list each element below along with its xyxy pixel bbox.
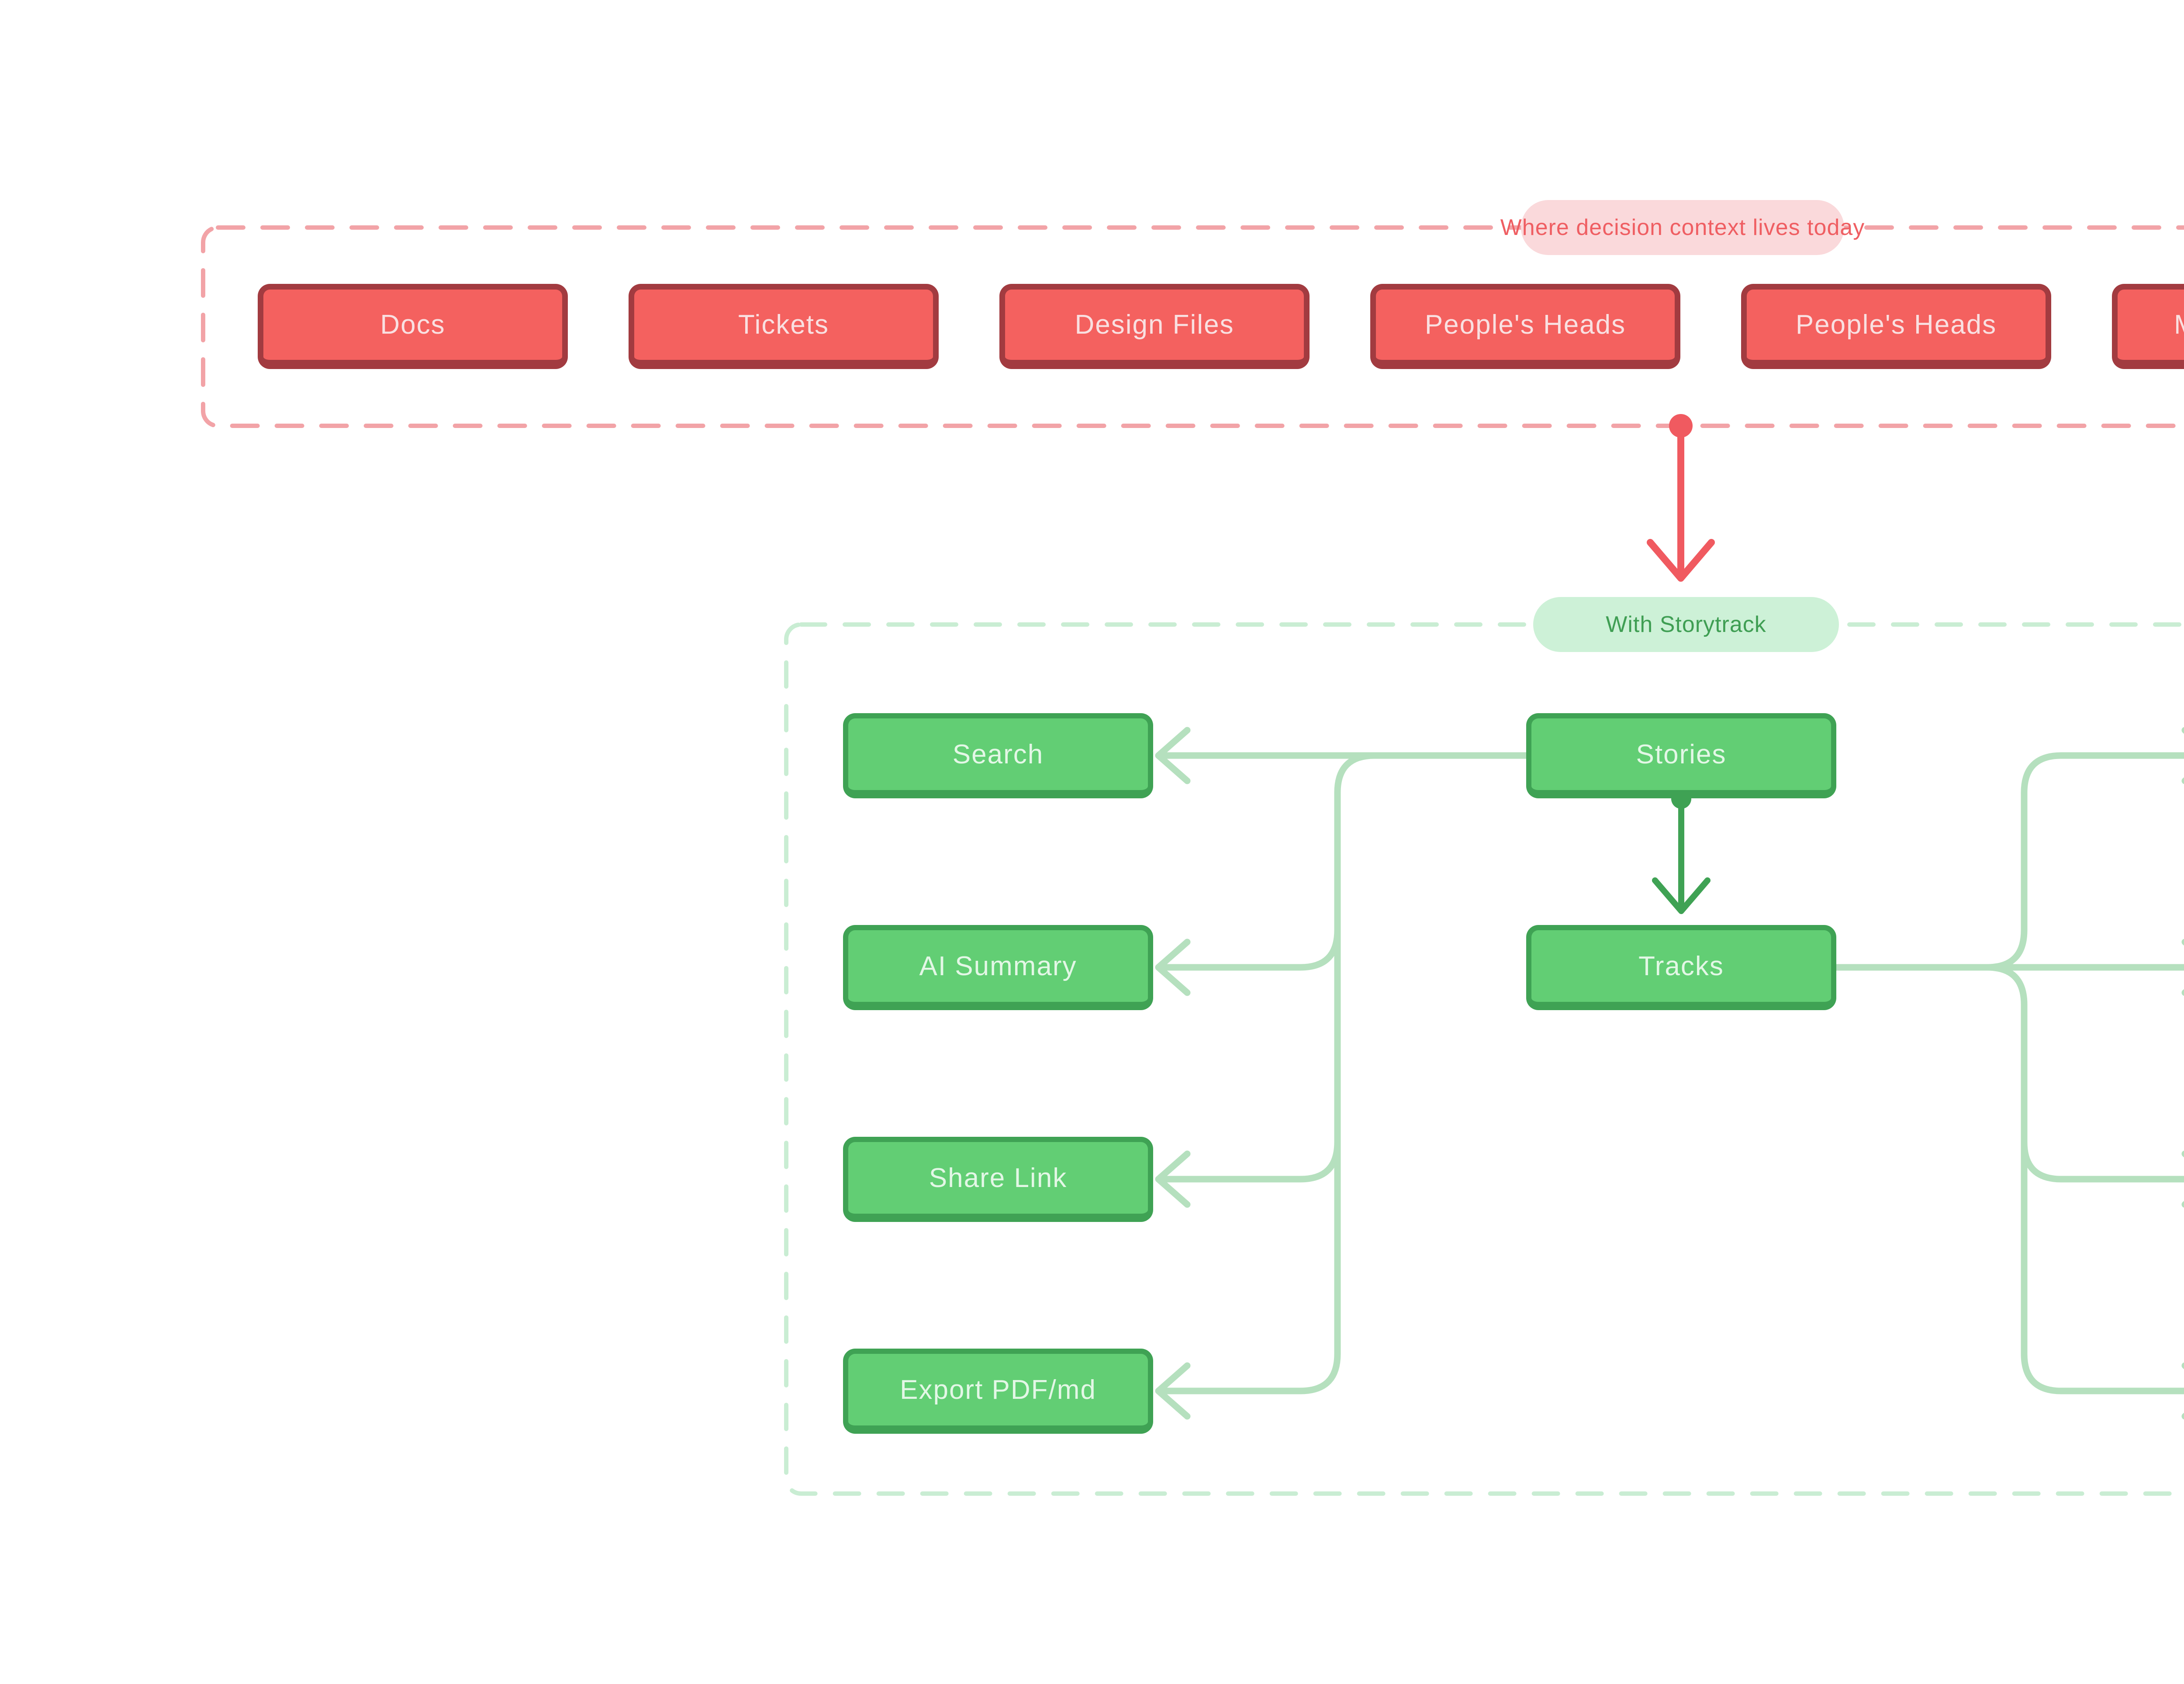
- node-export-pdf-md[interactable]: Export PDF/md: [843, 1349, 1153, 1434]
- node-share-link[interactable]: Share Link: [843, 1137, 1153, 1222]
- red-group-label[interactable]: Where decision context lives today: [1500, 200, 1864, 255]
- edge-stories-share-link: [1162, 1139, 1341, 1183]
- edge-stories-ai-summary: [1162, 927, 1341, 971]
- node-ai-summary[interactable]: AI Summary: [843, 925, 1153, 1010]
- green-group-label[interactable]: With Storytrack: [1533, 597, 1839, 652]
- red-group-to-green-group-arrow: [1647, 414, 1715, 582]
- node-tickets[interactable]: Tickets: [629, 284, 939, 369]
- node-docs[interactable]: Docs: [258, 284, 568, 369]
- green-arrow-head: [1652, 877, 1711, 914]
- red-arrow-head: [1647, 539, 1715, 582]
- arrowhead-export: [1155, 1362, 1191, 1420]
- arrowhead-search: [1155, 727, 1191, 784]
- edge-tracks-learning: [1833, 752, 2184, 971]
- node-stories[interactable]: Stories: [1526, 713, 1836, 798]
- node-meeting-notes[interactable]: Meeting Notes: [2112, 284, 2184, 369]
- arrowhead-ai-summary: [1155, 939, 1191, 996]
- edge-stories-export: [1162, 752, 1530, 1394]
- light-connectors: [1155, 727, 2184, 1420]
- arrowhead-share-link: [1155, 1150, 1191, 1208]
- node-search[interactable]: Search: [843, 713, 1153, 798]
- node-design-files[interactable]: Design Files: [999, 284, 1310, 369]
- edge-tracks-result: [1833, 964, 2184, 1394]
- node-tracks[interactable]: Tracks: [1526, 925, 1836, 1010]
- node-peoples-heads-1[interactable]: People's Heads: [1370, 284, 1680, 369]
- edge-tracks-change: [2021, 1139, 2184, 1183]
- stories-to-tracks-arrow: [1652, 789, 1711, 914]
- red-arrow-origin-dot: [1669, 414, 1693, 438]
- node-peoples-heads-2[interactable]: People's Heads: [1741, 284, 2051, 369]
